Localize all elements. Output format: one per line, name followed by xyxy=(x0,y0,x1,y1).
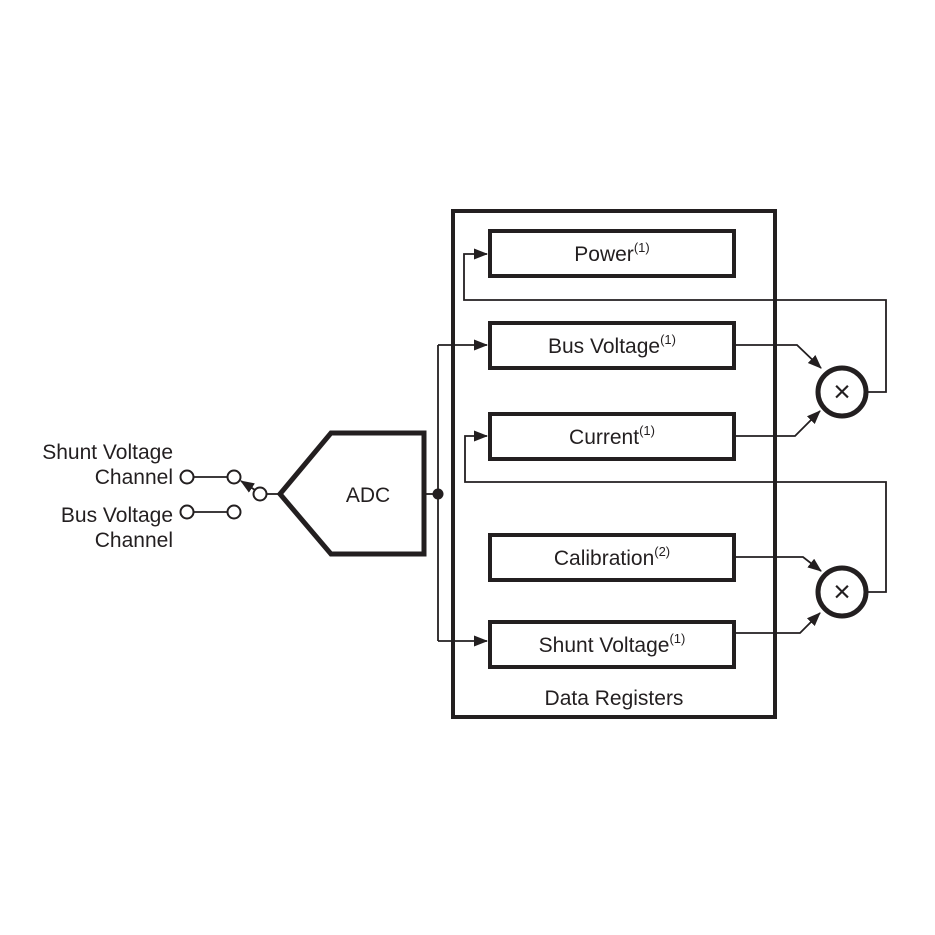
switch-arm xyxy=(240,480,256,493)
bus-voltage-register-superscript: (1) xyxy=(660,332,676,347)
bus-channel-label-line1: Bus Voltage xyxy=(61,504,173,527)
power-register-text: Power xyxy=(574,243,634,266)
wire-current-to-multiplier-1 xyxy=(734,410,821,437)
bus-voltage-register-text: Bus Voltage xyxy=(548,335,660,358)
shunt-voltage-register-text: Shunt Voltage xyxy=(539,634,670,657)
switch-common-terminal xyxy=(252,486,268,502)
wire-multiplier-1-to-power xyxy=(463,248,887,393)
data-registers-title: Data Registers xyxy=(545,687,684,710)
power-register-superscript: (1) xyxy=(634,240,650,255)
bus-channel-label-line2: Channel xyxy=(95,529,173,552)
current-register-text: Current xyxy=(569,426,639,449)
bus-switch-pole xyxy=(226,504,242,520)
shunt-channel-terminal xyxy=(179,469,195,485)
calibration-register-text: Calibration xyxy=(554,547,654,570)
current-register-label: Current(1) xyxy=(569,423,655,449)
multiplier-2-symbol: × xyxy=(833,576,851,609)
bus-voltage-register-box xyxy=(488,321,736,370)
calibration-register-superscript: (2) xyxy=(654,544,670,559)
wire-bus-voltage-to-multiplier-1 xyxy=(734,344,822,369)
shunt-voltage-register-label: Shunt Voltage(1) xyxy=(539,631,686,657)
wire-calibration-to-multiplier-2 xyxy=(734,556,822,572)
shunt-voltage-register-box xyxy=(488,620,736,669)
wire-multiplier-2-to-current xyxy=(464,430,887,593)
shunt-voltage-register-superscript: (1) xyxy=(669,631,685,646)
power-register-label: Power(1) xyxy=(574,240,649,266)
adc-label: ADC xyxy=(346,484,390,507)
calibration-register-box xyxy=(488,533,736,582)
multiplier-2-circle xyxy=(815,565,869,619)
bus-channel-terminal xyxy=(179,504,195,520)
junction-dot xyxy=(432,488,444,500)
wire-shunt-voltage-to-multiplier-2 xyxy=(734,612,821,634)
shunt-switch-pole xyxy=(226,469,242,485)
calibration-register-label: Calibration(2) xyxy=(554,544,670,570)
multiplier-1-symbol: × xyxy=(833,376,851,409)
multiplier-1-circle xyxy=(815,365,869,419)
current-register-superscript: (1) xyxy=(639,423,655,438)
adc-block xyxy=(276,430,427,557)
shunt-channel-label-line1: Shunt Voltage xyxy=(42,441,173,464)
bus-voltage-register-label: Bus Voltage(1) xyxy=(548,332,676,358)
shunt-channel-label-line2: Channel xyxy=(95,466,173,489)
power-register-box xyxy=(488,229,736,278)
